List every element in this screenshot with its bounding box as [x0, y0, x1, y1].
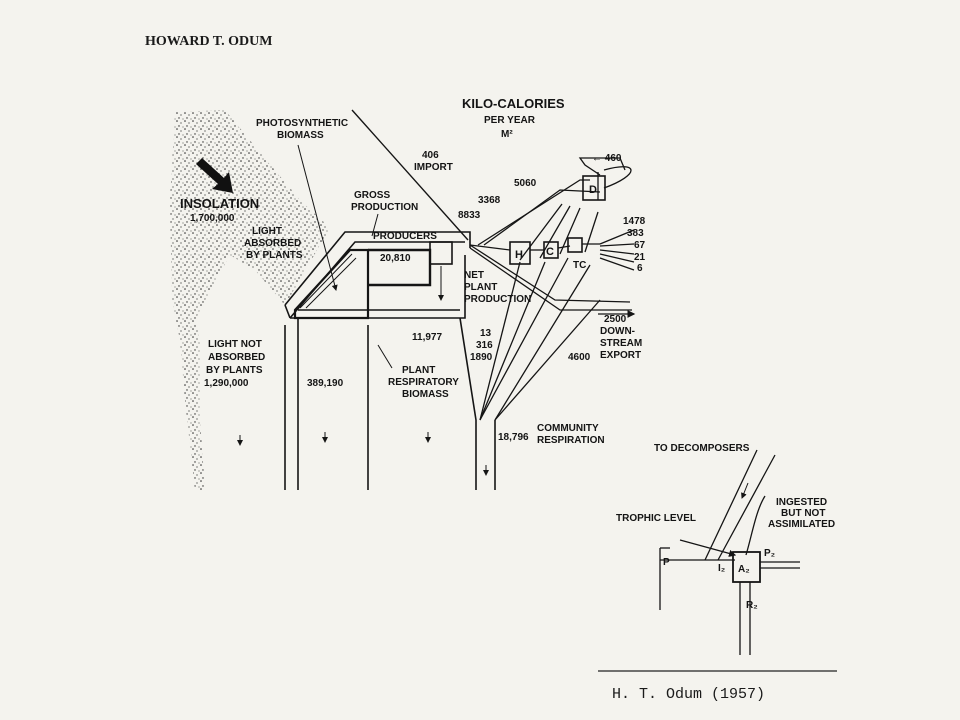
gross-l1: GROSS [354, 190, 390, 201]
flow-383: 383 [627, 228, 644, 239]
insolation-arrow-icon [196, 158, 233, 193]
net-plant-l2: PLANT [464, 282, 497, 293]
plant-resp-l2: RESPIRATORY [388, 377, 459, 388]
top-carnivore-label: TC [573, 260, 586, 271]
net-plant-l3: PRODUCTION [464, 294, 531, 305]
producers-label: PRODUCERS [373, 231, 437, 242]
units-line1: KILO-CALORIES [462, 96, 565, 111]
top-carnivore-box [567, 237, 583, 253]
trophic-inset: TO DECOMPOSERS INGESTED BUT NOT ASSIMILA… [616, 443, 835, 655]
photosynthetic-inner-hatch [299, 253, 357, 309]
photosynthetic-l2: BIOMASS [277, 130, 324, 141]
inset-ingested-l1: INGESTED [776, 497, 827, 508]
trophic-box [732, 551, 761, 583]
carnivore-label: C [546, 246, 554, 258]
decomposer-label: D [589, 184, 597, 196]
flow-389190: 389,190 [307, 378, 344, 389]
flow-1890: 1890 [470, 352, 493, 363]
insolation-label: INSOLATION [180, 196, 259, 211]
inset-ingested-l2: BUT NOT [781, 508, 825, 519]
light-not-absorbed-l2: ABSORBED [208, 352, 265, 363]
inset-a2: A₂ [738, 564, 750, 575]
inset-trophic: TROPHIC LEVEL [616, 513, 696, 524]
herbivore-label: H [515, 249, 523, 261]
flow-67: 67 [634, 240, 646, 251]
inset-decomposers: TO DECOMPOSERS [654, 443, 750, 454]
producers-box [368, 248, 432, 287]
light-absorbed-l1: LIGHT [252, 226, 282, 237]
consumer-flow-lines [469, 157, 635, 421]
carnivore-box [543, 241, 559, 259]
downstream-l1: DOWN- [600, 326, 635, 337]
inset-p2: P₂ [764, 548, 775, 559]
flow-21: 21 [634, 252, 646, 263]
flow-13: 13 [480, 328, 492, 339]
flow-11977: 11,977 [412, 332, 442, 343]
insolation-region [170, 110, 330, 490]
decomposer-box [582, 175, 606, 201]
flow-18796: 18,796 [498, 432, 529, 443]
import-label: IMPORT [414, 162, 453, 173]
inset-p: P [663, 557, 670, 568]
caption: H. T. Odum (1957) [612, 686, 765, 703]
flow-4600: 4600 [568, 352, 591, 363]
plant-resp-l1: PLANT [402, 365, 435, 376]
producers-storage-square [429, 241, 453, 265]
flow-460: ← 460 [592, 153, 622, 164]
community-l2: RESPIRATION [537, 435, 605, 446]
author-header: HOWARD T. ODUM [145, 34, 272, 49]
inset-ingested-l3: ASSIMILATED [768, 519, 835, 530]
flow-316: 316 [476, 340, 493, 351]
flow-6: 6 [637, 263, 643, 274]
downstream-value: 2500 [604, 314, 627, 325]
import-line [351, 109, 469, 241]
flow-3368: 3368 [478, 195, 501, 206]
herbivore-box [509, 241, 531, 265]
light-absorbed-l3: BY PLANTS [246, 250, 303, 261]
net-plant-l1: NET [464, 270, 484, 281]
import-value: 406 [422, 150, 439, 161]
gross-l2: PRODUCTION [351, 202, 418, 213]
photosynthetic-l1: PHOTOSYNTHETIC [256, 118, 348, 129]
community-l1: COMMUNITY [537, 423, 599, 434]
flow-5060: 5060 [514, 178, 537, 189]
light-not-absorbed-l3: BY PLANTS [206, 365, 263, 376]
producers-value: 20,810 [380, 253, 411, 264]
small-flow-arrows [237, 432, 489, 476]
light-not-absorbed-l1: LIGHT NOT [208, 339, 262, 350]
downstream-l3: EXPORT [600, 350, 641, 361]
downstream-l2: STREAM [600, 338, 642, 349]
flow-1478: 1478 [623, 216, 646, 227]
light-not-absorbed-value: 1,290,000 [204, 378, 249, 389]
insolation-value: 1,700,000 [190, 213, 235, 224]
light-absorbed-l2: ABSORBED [244, 238, 301, 249]
primary-flow-lines [284, 231, 496, 490]
units-line3: M² [501, 129, 513, 140]
inset-r2: R₂ [746, 600, 758, 611]
units-line2: PER YEAR [484, 115, 536, 126]
flow-8833: 8833 [458, 210, 481, 221]
plant-resp-l3: BIOMASS [402, 389, 449, 400]
inset-i2: I₂ [718, 563, 725, 574]
